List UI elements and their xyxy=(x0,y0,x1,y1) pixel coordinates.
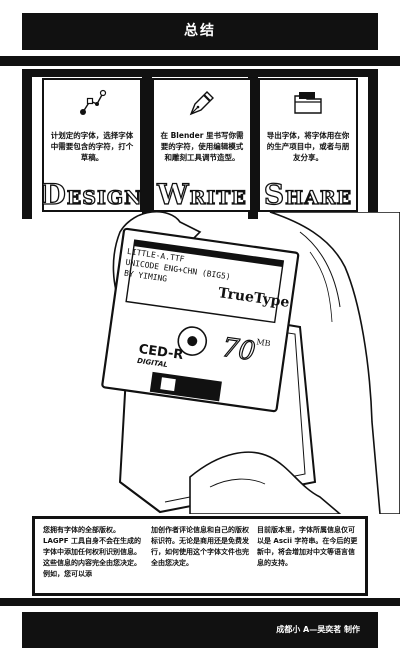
notes-column-1: 您拥有字体的全部版权。LAGPF 工具自身不会在生成的字体中添加任何权利识别信息… xyxy=(43,526,141,578)
card-share: 导出字体，将字体用在你的生产项目中，或者与朋友分享。 SHARE xyxy=(258,78,358,212)
footer-credit: 成都小 A—吴奕茗 制作 xyxy=(276,625,360,634)
frame-divider-1 xyxy=(142,77,152,219)
card-write-text: 在 Blender 里书写你需要的字符，使用编辑模式和雕刻工具调节造型。 xyxy=(160,131,244,162)
notes-column-2: 加创作者评论信息和自己的版权标识符。无论是商用还是免费发行，如何使用这个字体文件… xyxy=(151,526,249,567)
divider-band xyxy=(0,56,400,66)
footer-bar: 成都小 A—吴奕茗 制作 xyxy=(22,612,378,648)
card-share-text: 导出字体，将字体用在你的生产项目中，或者与朋友分享。 xyxy=(266,131,350,162)
hands-disk-drawing xyxy=(101,211,400,515)
hero-illustration: LITTLE-A.TTF UNICODE ENG+CHN (BIG5) BY Y… xyxy=(0,211,400,515)
page-title: 总结 xyxy=(184,23,216,39)
nodes-icon xyxy=(44,88,140,120)
divider-band-bottom xyxy=(0,598,400,606)
disk-capacity: 70MB xyxy=(220,332,272,368)
card-share-word: SHARE xyxy=(263,177,353,211)
card-design: 计划定的字体，选择字体中需要包含的字符，打个草稿。 DESIGN xyxy=(41,78,142,212)
card-write-word: WRITE xyxy=(156,177,247,211)
card-design-word: DESIGN xyxy=(41,177,143,211)
frame-left xyxy=(22,69,32,219)
frame-right xyxy=(368,69,378,219)
frame-divider-2 xyxy=(248,77,258,219)
card-write: 在 Blender 里书写你需要的字符，使用编辑模式和雕刻工具调节造型。 WRI… xyxy=(152,78,252,212)
page-title-bar: 总结 xyxy=(22,13,378,50)
notes-column-3: 目前版本里，字体所属信息仅可以是 Ascii 字符串。在今后的更新中，将会增加对… xyxy=(257,526,358,567)
card-design-text: 计划定的字体，选择字体中需要包含的字符，打个草稿。 xyxy=(50,131,134,162)
pen-nib-icon xyxy=(154,88,250,120)
folder-icon xyxy=(260,88,356,120)
frame-top xyxy=(22,69,378,77)
notes-panel: 您拥有字体的全部版权。LAGPF 工具自身不会在生成的字体中添加任何权利识别信息… xyxy=(32,516,368,596)
